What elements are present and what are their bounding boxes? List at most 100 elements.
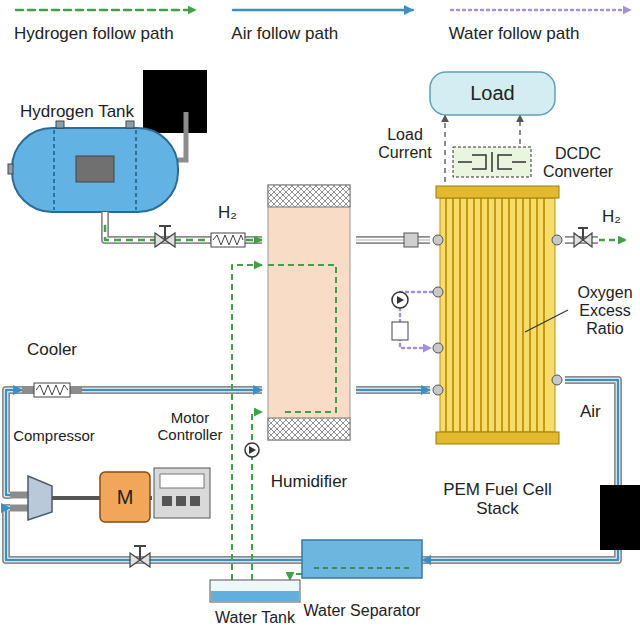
compressor-body [28,476,52,520]
filter-coil [213,235,243,245]
connector [520,115,521,144]
legend-item: Hydrogen follow path [14,2,205,44]
converter-box [453,147,531,177]
controller-box [154,468,210,518]
stack-plate [445,198,447,432]
connector [356,240,430,241]
pipe-casing [82,386,262,394]
end-plate [436,432,559,444]
hydrogen-tank: Hydrogen Tank [8,100,200,225]
flow-line [519,115,521,144]
legend: Hydrogen follow path Air follow path Water… [14,2,640,44]
stack-plate [543,198,545,432]
stack-plate [480,198,482,432]
tank-nozzle [56,121,64,128]
controller-knob [162,496,172,506]
stack-port [433,343,443,353]
pump-arrow [397,296,404,304]
tank-box [210,580,300,602]
pipe-casing [178,112,186,160]
node-label: Cooler [27,340,77,359]
pump-arrow [249,446,256,454]
water-channel [268,265,336,412]
stack-port [433,287,443,297]
stack-plate [452,198,454,432]
valve-stem [159,226,171,240]
controller-knob [190,496,200,506]
pipe-core [82,388,262,393]
valve-stem [134,546,146,560]
hydrogen-exhaust [599,239,626,242]
water-level [211,591,299,601]
node-label: Compressor [13,428,95,445]
flow-line [356,389,430,392]
controller-display [160,474,204,488]
cooler: Cooler [22,340,82,402]
connector-group [6,115,618,580]
flow-line [356,239,430,241]
pipe-core [356,388,430,393]
pump-symbol [392,292,408,308]
stack-port [433,385,443,395]
flow-line [252,412,262,580]
pipe-casing [101,212,109,225]
node-label: M [117,486,134,508]
humidifier-cap [268,185,350,207]
pipe-core [356,238,430,243]
end-plate [436,186,559,198]
node-label: DCDC Converter [542,145,614,180]
stack-plate [473,198,475,432]
cooler-symbol [34,383,70,397]
tank-window [76,156,114,182]
part-label: H₂ [218,203,237,222]
stack-port [552,375,562,385]
water-separator: Water Separator [302,540,422,622]
legend-text: Air follow path [231,24,422,44]
stack-plate [501,198,503,432]
stack-plate [466,198,468,432]
legend-text: Water follow path [449,24,640,44]
flow-line [444,115,446,182]
legend-sample [449,2,640,16]
part-label: Oxygen Excess Ratio [572,284,638,338]
node-label: Hydrogen Tank [20,102,134,121]
tank-band [135,130,137,210]
controller-knob [176,496,186,506]
legend-line [451,9,631,12]
connector [232,265,262,580]
tank-body [12,128,178,212]
dcdc-converter: DCDC Converter [452,144,614,181]
tank-band [53,130,55,210]
stack-core [440,198,555,432]
filter-symbol [211,233,245,247]
tank-nozzle [8,164,13,174]
pump-symbol [245,443,259,457]
node-label: PEM Fuel Cell Stack [435,480,560,518]
valve-stem [578,228,588,240]
redaction-block [600,485,640,550]
legend-sample [231,2,422,16]
node-label: Water Separator [304,602,421,620]
transformer-symbol [458,152,526,172]
flow-line [290,574,302,580]
connector [445,115,446,182]
separator-drain [314,567,410,569]
stack-plate [459,198,461,432]
legend-item: Air follow path [231,2,422,44]
water-tank: Water Tank [210,580,300,628]
stack-plate [522,198,524,432]
legend-item: Water follow path [449,2,640,44]
legend-line [233,9,413,12]
separator-box [302,540,422,578]
legend-text: Hydrogen follow path [14,24,205,44]
pipe-casing [356,236,430,244]
node-label: Motor Controller [154,410,226,444]
stack-plate [529,198,531,432]
connector [356,390,430,391]
part-label: H₂ [602,207,621,226]
shaft [52,496,98,500]
node-label: Water Tank [215,609,295,627]
legend-line [16,9,196,12]
